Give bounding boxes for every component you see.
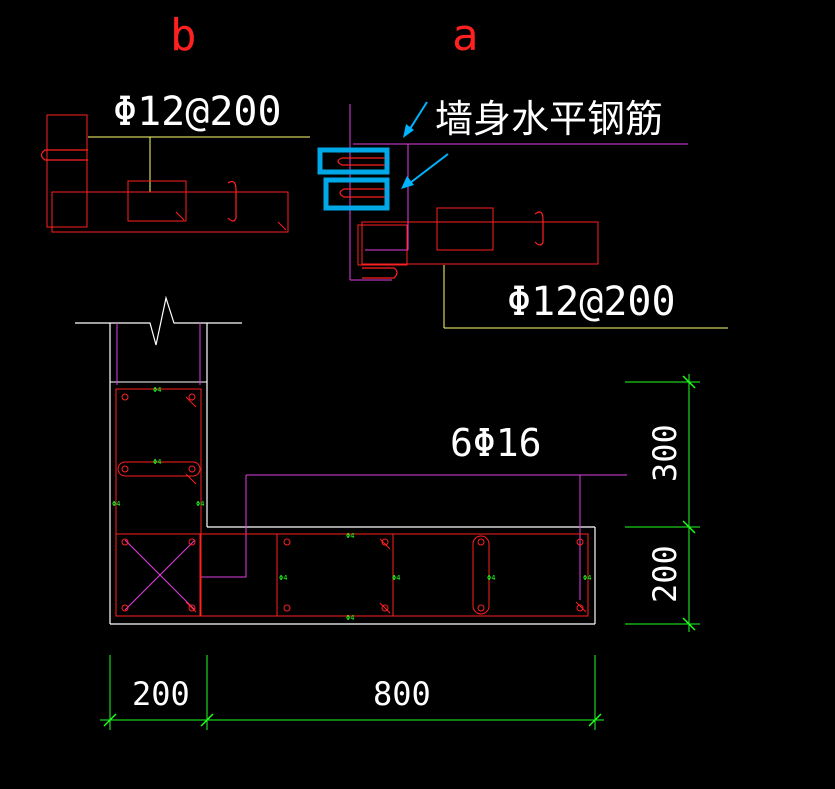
hook-b-left <box>40 149 88 161</box>
tie-label: Φ4 <box>153 386 161 394</box>
rebar-dot <box>121 393 129 401</box>
detail-a: 墙身水平钢筋 Φ12@200 <box>317 97 728 329</box>
tie-label: Φ4 <box>487 574 495 582</box>
dim-v-tick-bottom <box>682 617 696 631</box>
tie-label: Φ4 <box>346 532 354 540</box>
stirrup-vertical <box>115 388 202 617</box>
hook-b-right <box>227 180 237 222</box>
tie-label: Φ4 <box>279 574 287 582</box>
wall-a-horizontal <box>361 221 599 265</box>
rebar-dot <box>381 604 389 612</box>
highlight-box-top <box>317 147 390 175</box>
rebar-dot <box>576 604 584 612</box>
wall-b-vertical <box>46 114 88 228</box>
highlight-box-bottom <box>323 177 390 211</box>
tie-label: Φ4 <box>112 500 120 508</box>
rebar-block-b <box>127 180 187 222</box>
arrow-2-head <box>401 176 414 189</box>
tie-label: Φ4 <box>392 574 400 582</box>
tick-4 <box>379 538 391 550</box>
rebar-block-a <box>436 207 494 251</box>
arrow-2-shaft <box>409 153 449 184</box>
rebar-label-b: Φ12@200 <box>113 89 282 135</box>
rebar-dot <box>188 465 196 473</box>
hook-a-lower <box>362 267 398 279</box>
rebar-dot <box>576 538 584 546</box>
rebar-dot <box>121 465 129 473</box>
rebar-dot <box>121 538 129 546</box>
rebar-dot <box>477 538 485 546</box>
rebar-dot <box>121 604 129 612</box>
rebar-dot <box>188 538 196 546</box>
rebar-dot <box>477 604 485 612</box>
dim-h-tick-mid <box>200 713 214 727</box>
section-label-b: b <box>170 10 197 61</box>
dim-h-right-label: 800 <box>373 675 431 713</box>
dim-h-tick-left <box>103 713 117 727</box>
tick-1 <box>185 396 197 408</box>
corner-rebar-label: 6Φ16 <box>450 421 542 465</box>
dim-v-top-label: 300 <box>646 424 684 482</box>
wall-a-vertical <box>357 224 408 266</box>
stirrup-horizontal <box>115 533 589 617</box>
rebar-dot <box>188 393 196 401</box>
cross-2 <box>124 539 196 611</box>
dim-h-left-label: 200 <box>132 675 190 713</box>
dim-v-tick-mid <box>682 520 696 534</box>
tie-vertical-flange <box>472 535 490 615</box>
detail-b: Φ12@200 <box>40 89 310 233</box>
tie-horizontal-upper <box>117 461 201 477</box>
wall-horizontal-rebar-label: 墙身水平钢筋 <box>435 97 663 141</box>
rebar-dot <box>283 604 291 612</box>
section-label-a: a <box>452 10 479 61</box>
horizontal-dimensions: 200 800 <box>100 655 604 730</box>
corner-bar <box>200 474 627 578</box>
rebar-label-a: Φ12@200 <box>507 279 676 325</box>
rebar-dot <box>381 538 389 546</box>
hook-a-right <box>534 211 544 246</box>
l-wall-section: Φ4 Φ4 Φ4 Φ4 Φ4 Φ4 Φ4 Φ4 Φ4 Φ4 6Φ16 <box>75 295 627 625</box>
dim-h-tick-right <box>588 713 602 727</box>
tie-label: Φ4 <box>153 458 161 466</box>
rebar-dot <box>188 604 196 612</box>
tick-5 <box>379 602 391 614</box>
hook-a-highlight-top <box>337 157 385 166</box>
tick-6 <box>575 601 587 613</box>
rebar-dot <box>283 538 291 546</box>
dim-v-tick-top <box>682 375 696 389</box>
arrow-1-head <box>403 124 414 138</box>
wall-b-horizontal <box>51 191 289 233</box>
tick-2 <box>185 473 197 485</box>
tie-label: Φ4 <box>196 500 204 508</box>
tie-label: Φ4 <box>583 574 591 582</box>
hook-a-highlight-bottom <box>339 188 385 198</box>
tick-b-1 <box>175 211 185 221</box>
tie-label: Φ4 <box>346 614 354 622</box>
arrow-1-shaft <box>407 101 428 133</box>
dim-v-bottom-label: 200 <box>646 545 684 603</box>
vertical-dimensions: 300 200 <box>625 374 700 632</box>
break-line <box>75 295 242 346</box>
tick-b-2 <box>277 221 287 231</box>
